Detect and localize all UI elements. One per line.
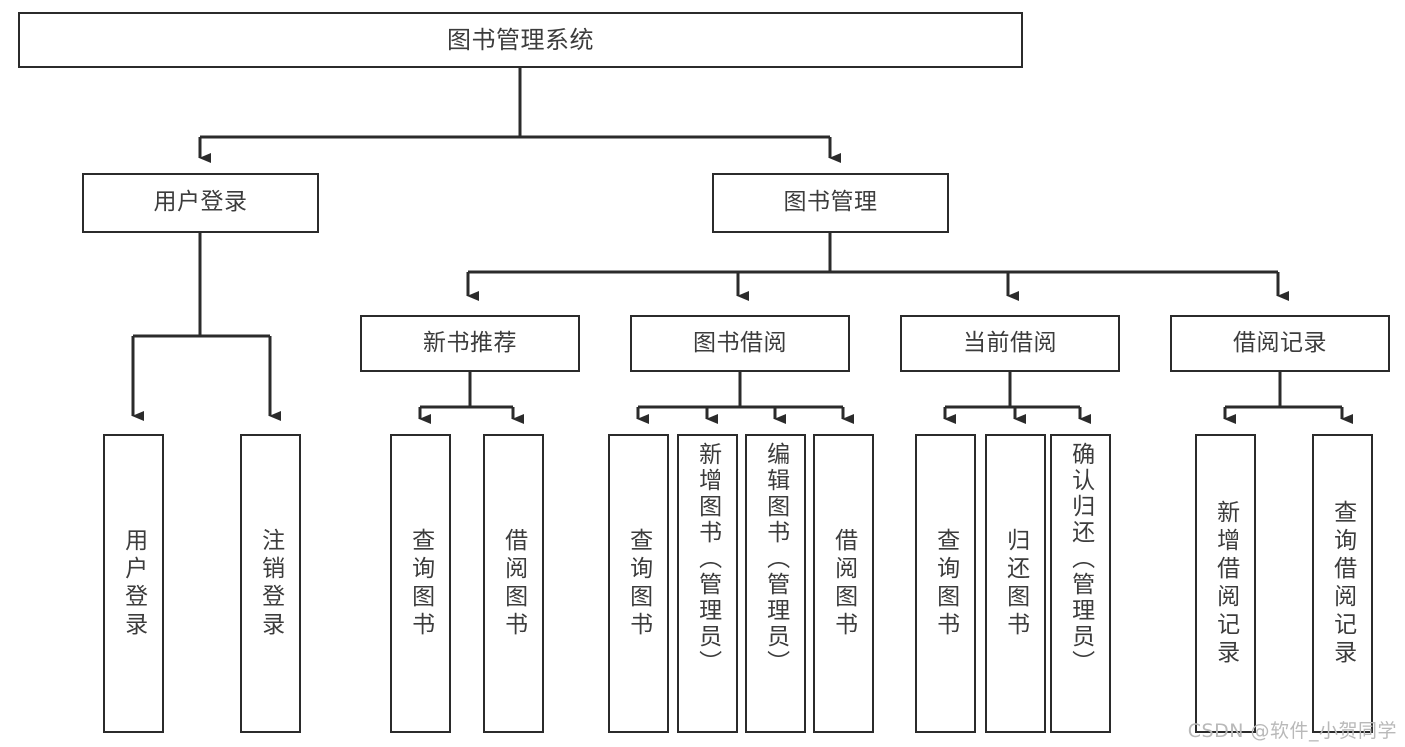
edge-group-borrow — [636, 372, 854, 424]
leaf-add-book-admin[interactable]: 新增图书（管理员） — [677, 434, 738, 733]
node-label: 图书管理 — [783, 189, 878, 216]
leaf-query-books-borrow[interactable]: 查询图书 — [608, 434, 669, 733]
node-book-borrow[interactable]: 图书借阅 — [630, 315, 850, 372]
edge-group-root — [198, 68, 841, 163]
node-label: 借阅图书 — [500, 527, 527, 640]
leaf-query-books-current[interactable]: 查询图书 — [915, 434, 976, 733]
leaf-user-login[interactable]: 用户登录 — [103, 434, 164, 733]
node-label: 图书管理系统 — [447, 25, 594, 54]
leaf-edit-book-admin[interactable]: 编辑图书（管理员） — [745, 434, 806, 733]
leaf-confirm-return-admin[interactable]: 确认归还（管理员） — [1050, 434, 1111, 733]
node-label: 用户登录 — [120, 527, 147, 640]
node-label: 新增图书（管理员） — [694, 442, 721, 676]
node-current-borrow[interactable]: 当前借阅 — [900, 315, 1120, 372]
node-label: 新书推荐 — [423, 329, 517, 356]
leaf-query-books-new[interactable]: 查询图书 — [390, 434, 451, 733]
leaf-query-borrow-record[interactable]: 查询借阅记录 — [1312, 434, 1373, 733]
edge-group-book-mgmt — [466, 233, 1289, 301]
leaf-add-borrow-record[interactable]: 新增借阅记录 — [1195, 434, 1256, 733]
edge-group-records — [1223, 372, 1353, 424]
node-root-system[interactable]: 图书管理系统 — [18, 12, 1023, 68]
node-label: 查询图书 — [625, 527, 652, 640]
node-label: 新增借阅记录 — [1212, 499, 1239, 668]
leaf-return-books[interactable]: 归还图书 — [985, 434, 1046, 733]
edge-group-current — [943, 372, 1091, 424]
leaf-borrow-books-new[interactable]: 借阅图书 — [483, 434, 544, 733]
node-label: 借阅记录 — [1233, 329, 1327, 356]
node-label: 查询图书 — [932, 527, 959, 640]
node-label: 查询图书 — [407, 527, 434, 640]
node-label: 借阅图书 — [830, 527, 857, 640]
node-user-login[interactable]: 用户登录 — [82, 173, 319, 233]
node-book-management[interactable]: 图书管理 — [712, 173, 949, 233]
node-label: 用户登录 — [153, 189, 248, 216]
leaf-borrow-books[interactable]: 借阅图书 — [813, 434, 874, 733]
watermark-text: CSDN @软件_小贺同学 — [1187, 720, 1397, 742]
node-label: 归还图书 — [1002, 527, 1029, 640]
edge-group-new-books — [418, 372, 524, 424]
leaf-logout[interactable]: 注销登录 — [240, 434, 301, 733]
edge-group-user-login — [131, 233, 281, 421]
node-label: 查询借阅记录 — [1329, 499, 1356, 668]
node-label: 当前借阅 — [963, 329, 1057, 356]
node-label: 图书借阅 — [693, 329, 787, 356]
node-label: 确认归还（管理员） — [1067, 442, 1094, 676]
node-label: 编辑图书（管理员） — [762, 442, 789, 676]
node-new-book-recommend[interactable]: 新书推荐 — [360, 315, 580, 372]
node-borrow-records[interactable]: 借阅记录 — [1170, 315, 1390, 372]
node-label: 注销登录 — [257, 527, 284, 640]
